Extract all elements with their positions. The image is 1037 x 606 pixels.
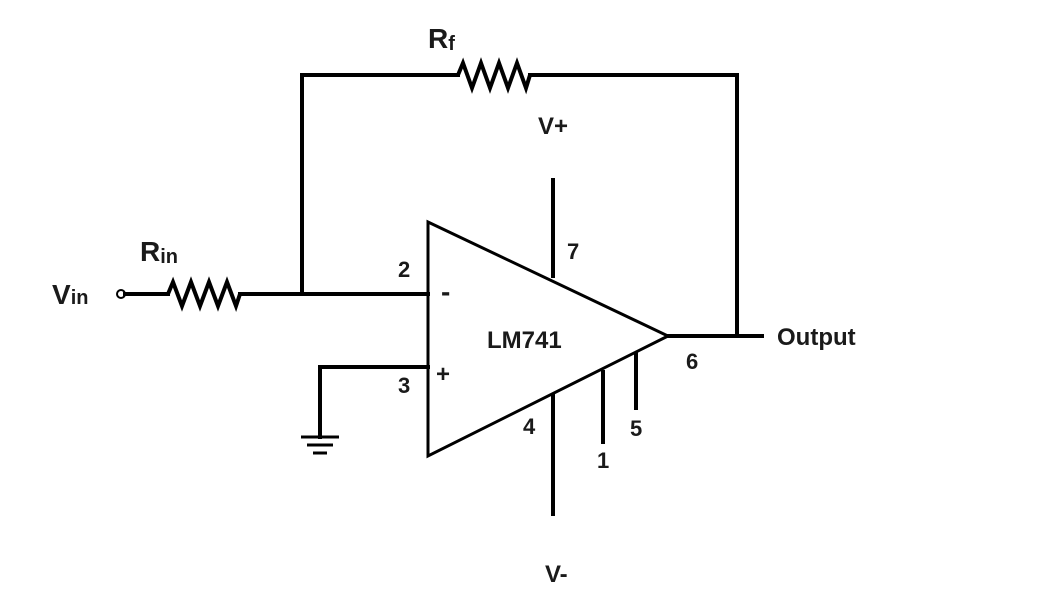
vminus-label: V- bbox=[545, 561, 568, 588]
input-resistor-label: Rin bbox=[140, 236, 178, 268]
pin-7-label: 7 bbox=[567, 239, 579, 264]
pin-4-label: 4 bbox=[523, 414, 536, 439]
feedback-resistor bbox=[456, 57, 532, 95]
noninverting-input-wire bbox=[318, 365, 430, 439]
input-voltage-label: Vin bbox=[52, 279, 88, 310]
feedback-resistor-label: Rf bbox=[428, 23, 455, 55]
pin-2-label: 2 bbox=[398, 257, 410, 282]
pin-3-label: 3 bbox=[398, 373, 410, 398]
feedback-wire-left bbox=[300, 73, 460, 296]
pin-6-label: 6 bbox=[686, 349, 698, 374]
feedback-wire-right bbox=[528, 73, 739, 338]
input-resistor bbox=[166, 276, 242, 312]
opamp-label: LM741 bbox=[487, 327, 562, 354]
inverting-sign: - bbox=[441, 276, 450, 307]
output-label: Output bbox=[777, 324, 856, 351]
vplus-label: V+ bbox=[538, 113, 568, 140]
pin-1-label: 1 bbox=[597, 448, 609, 473]
opamp-triangle bbox=[426, 219, 672, 459]
noninverting-sign: + bbox=[436, 361, 450, 388]
pin-5-label: 5 bbox=[630, 416, 642, 441]
ground-symbol bbox=[301, 435, 339, 455]
